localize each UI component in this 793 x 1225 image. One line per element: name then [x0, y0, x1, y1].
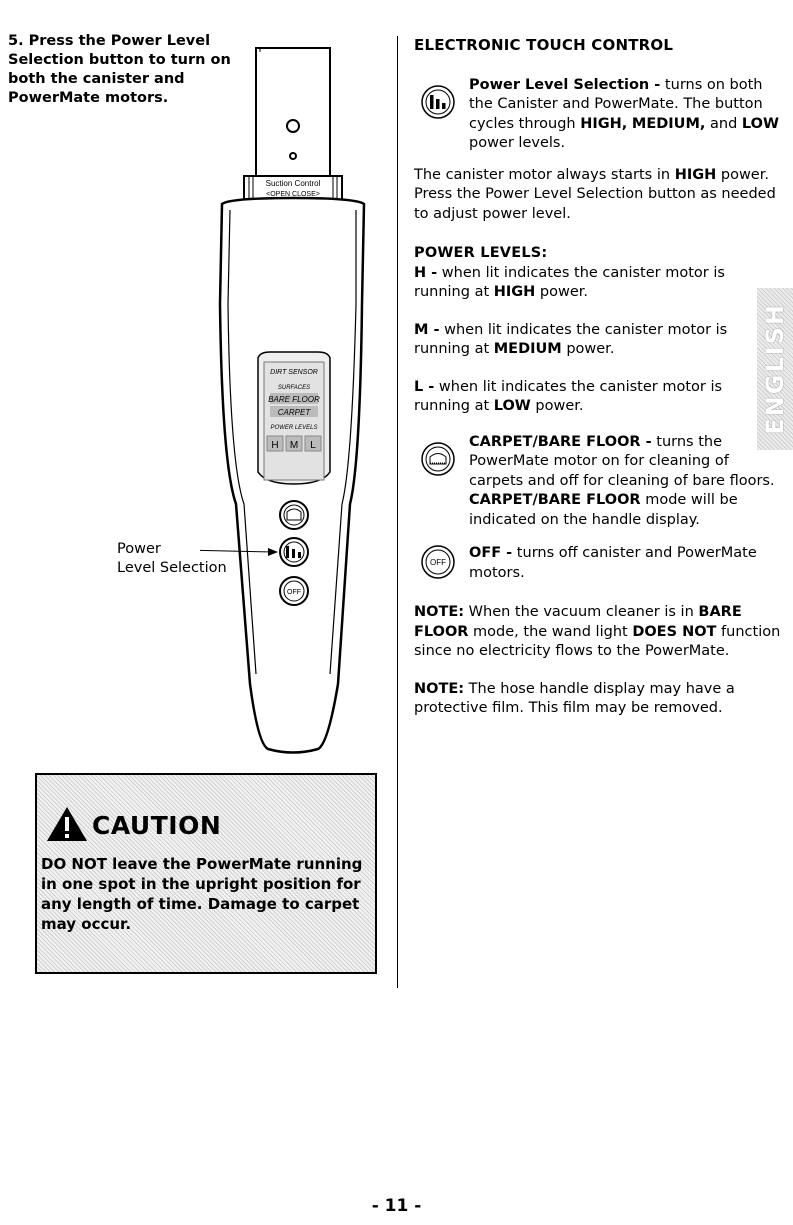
hose-cuff — [255, 47, 331, 181]
note1-bare: BARE FLOOR — [414, 604, 742, 640]
caution-title: CAUTION — [92, 811, 222, 840]
canister-paragraph: The canister motor always starts in HIGH… — [414, 166, 786, 225]
power-levels-label: POWER LEVELS — [270, 425, 317, 431]
off-text1: turns off canister and PowerMate motors. — [469, 545, 757, 581]
power-sel-high: HIGH, — [580, 115, 628, 132]
level-h-text1: when lit indicates the canister motor is… — [414, 264, 725, 301]
note2-label: NOTE: — [414, 680, 465, 697]
level-l-paragraph: L - when lit indicates the canister moto… — [414, 378, 744, 417]
canister-high: HIGH — [674, 166, 717, 183]
power-level-feature: Power Level Selection - turns on both th… — [414, 76, 786, 154]
power-sel-text1: turns on both the Canister and PowerMate… — [469, 76, 763, 132]
caution-text: DO NOT leave the PowerMate running in on… — [41, 855, 363, 933]
level-h-text2: power. — [535, 284, 589, 300]
note2-text1: The hose handle display may have a prote… — [414, 680, 735, 717]
level-m-paragraph: M - when lit indicates the canister moto… — [414, 321, 744, 360]
power-level-icon — [421, 84, 455, 119]
callout-line — [200, 549, 275, 553]
carpet-floor-icon — [421, 441, 455, 476]
callout-arrow-icon — [268, 548, 278, 556]
surfaces-label: SURFACES — [278, 385, 310, 391]
note1-text2: mode, the wand light — [468, 623, 633, 640]
suction-hole-large — [286, 119, 300, 133]
off-label: OFF - — [469, 545, 513, 561]
canister-text1: The canister motor always starts in — [414, 166, 675, 183]
caution-box: CAUTION DO NOT leave the PowerMate runni… — [35, 773, 377, 974]
off-icon-text: OFF — [430, 558, 446, 567]
level-h: H — [271, 440, 278, 451]
level-m-text2: power. — [561, 341, 615, 357]
section-heading: ELECTRONIC TOUCH CONTROL — [414, 36, 674, 54]
power-sel-text3: power levels. — [469, 135, 566, 151]
carpet-text2: mode will be indicated on the handle dis… — [469, 492, 738, 528]
note2-paragraph: NOTE: The hose handle display may have a… — [414, 680, 786, 719]
off-feature: OFF OFF - turns off canister and PowerMa… — [414, 544, 786, 583]
suction-control-sub: <OPEN CLOSE> — [266, 191, 320, 198]
carpet-label: CARPET/BARE FLOOR - — [469, 433, 652, 450]
off-icon: OFF — [421, 545, 455, 579]
callout-line1: Power — [117, 541, 161, 557]
note1-does-not: DOES NOT — [632, 623, 717, 640]
power-sel-medium: MEDIUM, — [631, 115, 706, 132]
level-l-value: LOW — [493, 398, 531, 414]
note1-label: NOTE: — [414, 604, 465, 620]
canister-text2: power. Press the Power Level Selection b… — [414, 166, 776, 222]
note1-paragraph: NOTE: When the vacuum cleaner is in BARE… — [414, 603, 786, 662]
level-l-label: L - — [414, 378, 435, 395]
suction-control-label: Suction Control — [266, 179, 321, 188]
warning-triangle-icon — [47, 807, 87, 841]
power-levels-heading: POWER LEVELS: — [414, 245, 548, 261]
power-sel-label: Power Level Selection - — [469, 76, 661, 93]
suction-control-collar — [243, 175, 343, 201]
callout-line2: Level Selection — [117, 560, 227, 576]
page-number: - 11 - — [371, 1196, 422, 1216]
level-l-text2: power. — [530, 398, 584, 414]
carpet-label: CARPET — [278, 408, 312, 417]
power-sel-low: LOW — [741, 115, 779, 132]
hose-handle-illustration: Suction Control <OPEN CLOSE> DIRT SENSOR… — [200, 47, 366, 754]
level-l-text1: when lit indicates the canister motor is… — [414, 378, 723, 415]
level-m-text1: when lit indicates the canister motor is… — [414, 321, 728, 358]
level-l: L — [310, 440, 316, 451]
carpet-mode: CARPET/BARE FLOOR — [469, 492, 641, 508]
note1-text3: function since no electricity flows to t… — [414, 623, 781, 660]
level-h-paragraph: H - when lit indicates the canister moto… — [414, 264, 744, 303]
level-m: M — [290, 440, 298, 451]
note1-text1: When the vacuum cleaner is in — [464, 604, 699, 620]
language-tab: ENGLISH — [757, 288, 793, 450]
carpet-feature: CARPET/BARE FLOOR - turns the PowerMate … — [414, 433, 786, 531]
step-5-instruction: 5. Press the Power Level Selection butto… — [8, 33, 231, 106]
level-h-label: H - — [414, 264, 438, 281]
column-divider — [397, 36, 398, 988]
level-h-value: HIGH — [493, 284, 536, 300]
bare-floor-label: BARE FLOOR — [268, 395, 320, 404]
power-sel-text2: and — [705, 115, 742, 132]
carpet-text1: turns the PowerMate motor on for cleanin… — [469, 433, 775, 489]
off-button-label: OFF — [287, 589, 301, 596]
level-m-value: MEDIUM — [493, 341, 562, 357]
power-level-callout: Power Level Selection — [117, 540, 227, 578]
level-m-label: M - — [414, 321, 440, 338]
right-column: ELECTRONIC TOUCH CONTROL Power Level Sel… — [414, 36, 786, 719]
dirt-sensor-label: DIRT SENSOR — [270, 369, 318, 376]
language-tab-label: ENGLISH — [761, 303, 789, 435]
suction-hole-small — [289, 152, 297, 160]
